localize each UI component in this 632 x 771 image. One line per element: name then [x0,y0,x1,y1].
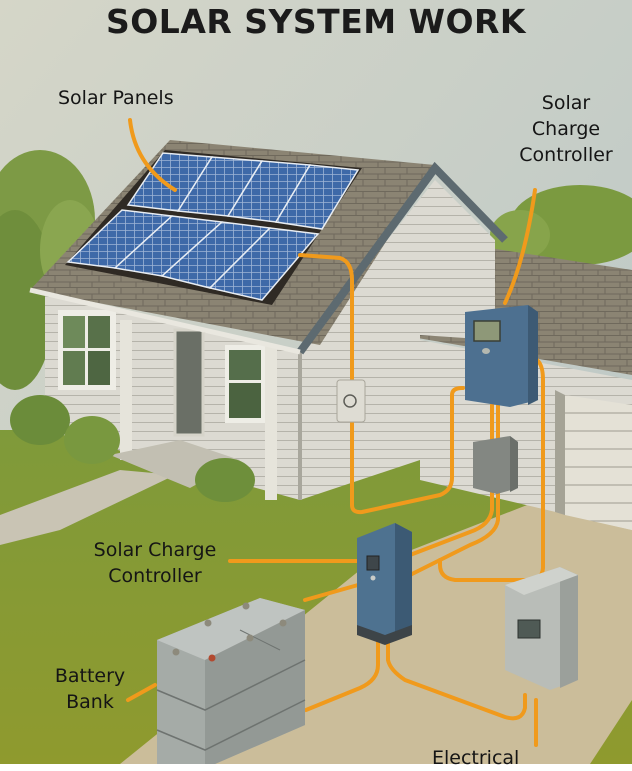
wiring [126,118,545,747]
label-solar-panels: Solar Panels [58,87,174,109]
garage-door [565,395,632,530]
label-battery-bank: Battery Bank [54,665,126,713]
roof-gable-trim [296,161,508,355]
window-right [225,345,265,423]
sidewalk [0,470,175,545]
electrical-panel [505,567,578,690]
charge-controller-wall [465,305,538,407]
trees-right [490,185,632,265]
bushes [10,395,255,502]
front-door [173,328,205,437]
label-charge-controller-top: Solar Charge Controller [519,92,613,166]
battery-bank [156,598,306,764]
page-title: SOLAR SYSTEM WORK [105,2,527,41]
battery-terminal [172,648,180,656]
solar-panel-top-row [126,152,360,230]
label-charge-controller-ground: Solar Charge Controller [93,539,217,587]
solar-panel-array [65,150,362,305]
window-left [58,310,116,390]
meter-box [336,379,366,423]
charge-controller-ground [357,523,412,645]
battery-terminal-positive [208,654,216,662]
label-electrical: Electrical [432,747,520,769]
solar-panel-bottom-row [66,209,320,301]
junction-box [473,436,518,494]
